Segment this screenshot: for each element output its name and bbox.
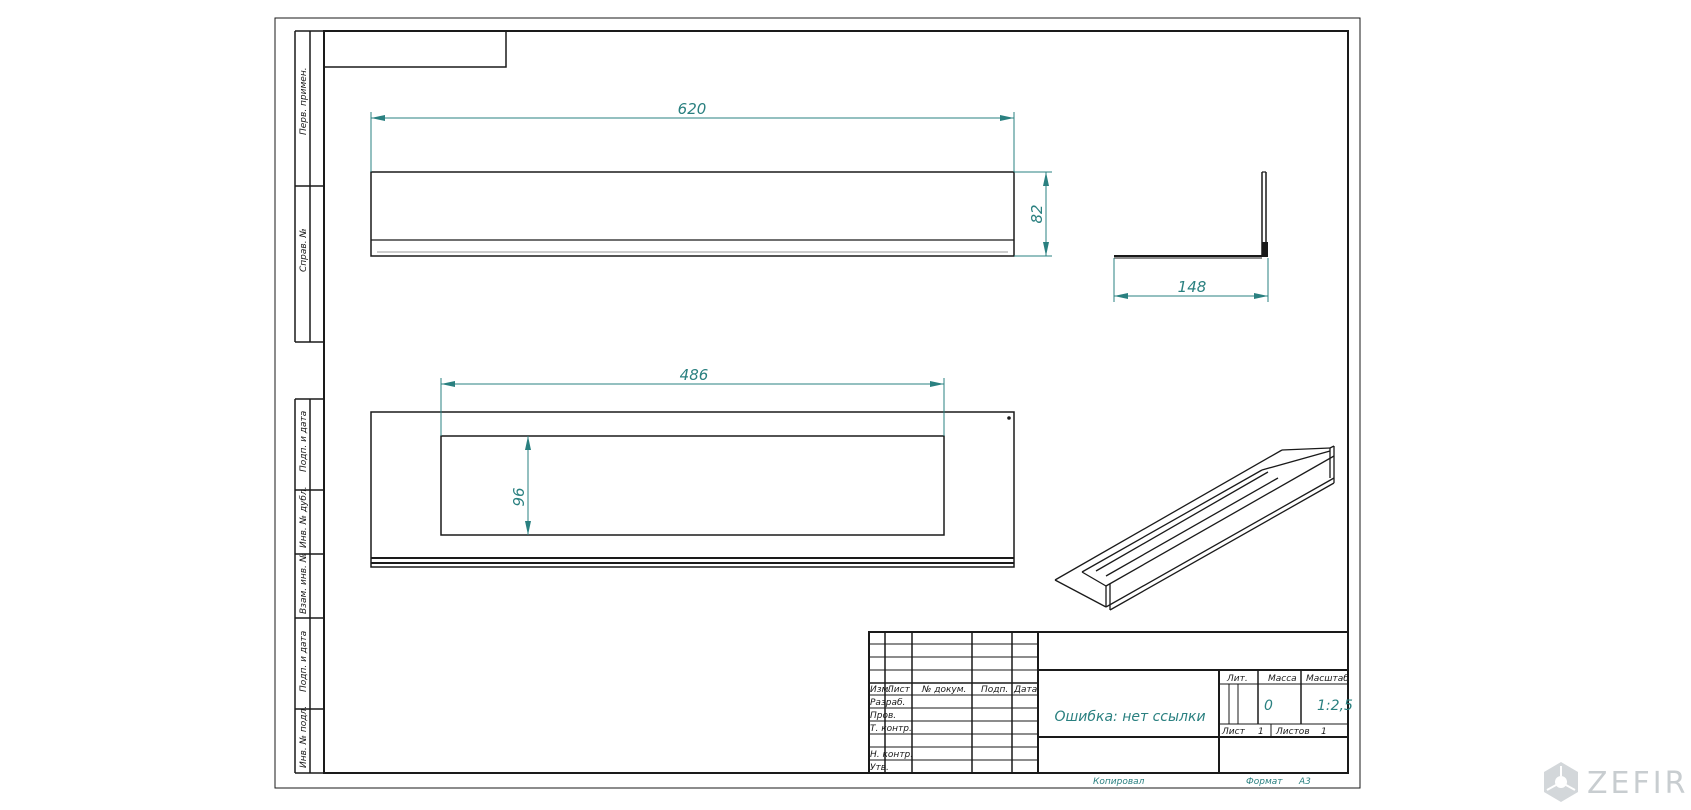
tb-listov-label: Листов xyxy=(1275,727,1310,737)
tb-col-data: Дата xyxy=(1013,685,1037,695)
tb-row-utv: Утв. xyxy=(870,763,889,773)
tb-row-prov: Пров. xyxy=(870,711,896,721)
side-stamp: Перв. примен. Справ. № Подп. и дата Инв.… xyxy=(294,30,324,774)
tb-designation: Ошибка: нет ссылки xyxy=(1054,709,1205,725)
drawing-frame xyxy=(323,30,1349,774)
top-left-marking-box xyxy=(324,31,507,68)
tb-col-izm: Изм. xyxy=(870,685,891,695)
side-stamp-perv-primen: Перв. примен. xyxy=(299,67,309,135)
dim-front-height: 82 xyxy=(1014,171,1052,257)
side-stamp-inv-dubl: Инв. № дубл. xyxy=(299,486,309,548)
dim-side-depth: 148 xyxy=(1113,258,1269,302)
tb-masshtab-value: 1:2,5 xyxy=(1317,698,1353,714)
dim-top-opening-width: 96 xyxy=(510,436,531,535)
dim-148-label: 148 xyxy=(1178,278,1207,296)
tb-col-list: Лист xyxy=(886,685,911,695)
tb-list-label: Лист xyxy=(1221,727,1246,737)
side-stamp-inv-podl: Инв. № подл. xyxy=(299,706,309,768)
tb-format-label: Формат xyxy=(1246,777,1283,787)
outer-sheet-border xyxy=(274,17,1361,789)
zefire-logo-icon xyxy=(1544,762,1578,802)
brand-name: ZEFIRE xyxy=(1587,766,1691,801)
dim-82-label: 82 xyxy=(1028,204,1046,223)
dim-front-length: 620 xyxy=(370,100,1015,172)
tb-row-tkontr: Т. контр. xyxy=(870,724,912,734)
side-profile-view xyxy=(1114,171,1268,259)
dim-486-label: 486 xyxy=(680,366,709,384)
tb-masshtab-label: Масштаб xyxy=(1306,674,1349,684)
tb-format-value: А3 xyxy=(1298,777,1311,787)
tb-row-razrab: Разраб. xyxy=(870,698,905,708)
title-block: Изм. Лист № докум. Подп. Дата Разраб. Пр… xyxy=(868,631,1353,787)
tb-listov-value: 1 xyxy=(1321,727,1327,737)
tb-col-podp: Подп. xyxy=(981,685,1008,695)
dim-top-opening-length: 486 xyxy=(440,366,945,436)
tb-lit-label: Лит. xyxy=(1226,674,1248,684)
tb-list-value: 1 xyxy=(1258,727,1264,737)
isometric-view xyxy=(1054,445,1335,611)
brand-logo: ZEFIRE xyxy=(1544,762,1691,802)
tb-kopiroval: Копировал xyxy=(1093,777,1145,787)
front-view xyxy=(370,171,1015,257)
side-stamp-sprav-no: Справ. № xyxy=(299,228,309,272)
tb-col-dokum: № докум. xyxy=(921,685,966,695)
dim-96-label: 96 xyxy=(510,487,528,506)
tb-massa-value: 0 xyxy=(1264,698,1273,714)
side-stamp-podp-data-1: Подп. и дата xyxy=(299,411,309,472)
top-view xyxy=(370,411,1015,568)
dim-620-label: 620 xyxy=(678,100,707,118)
side-stamp-vzam-inv: Взам. инв. № xyxy=(299,553,309,614)
side-stamp-podp-data-2: Подп. и дата xyxy=(299,631,309,692)
tb-massa-label: Масса xyxy=(1268,674,1297,684)
tb-row-nkontr: Н. контр. xyxy=(870,750,913,760)
